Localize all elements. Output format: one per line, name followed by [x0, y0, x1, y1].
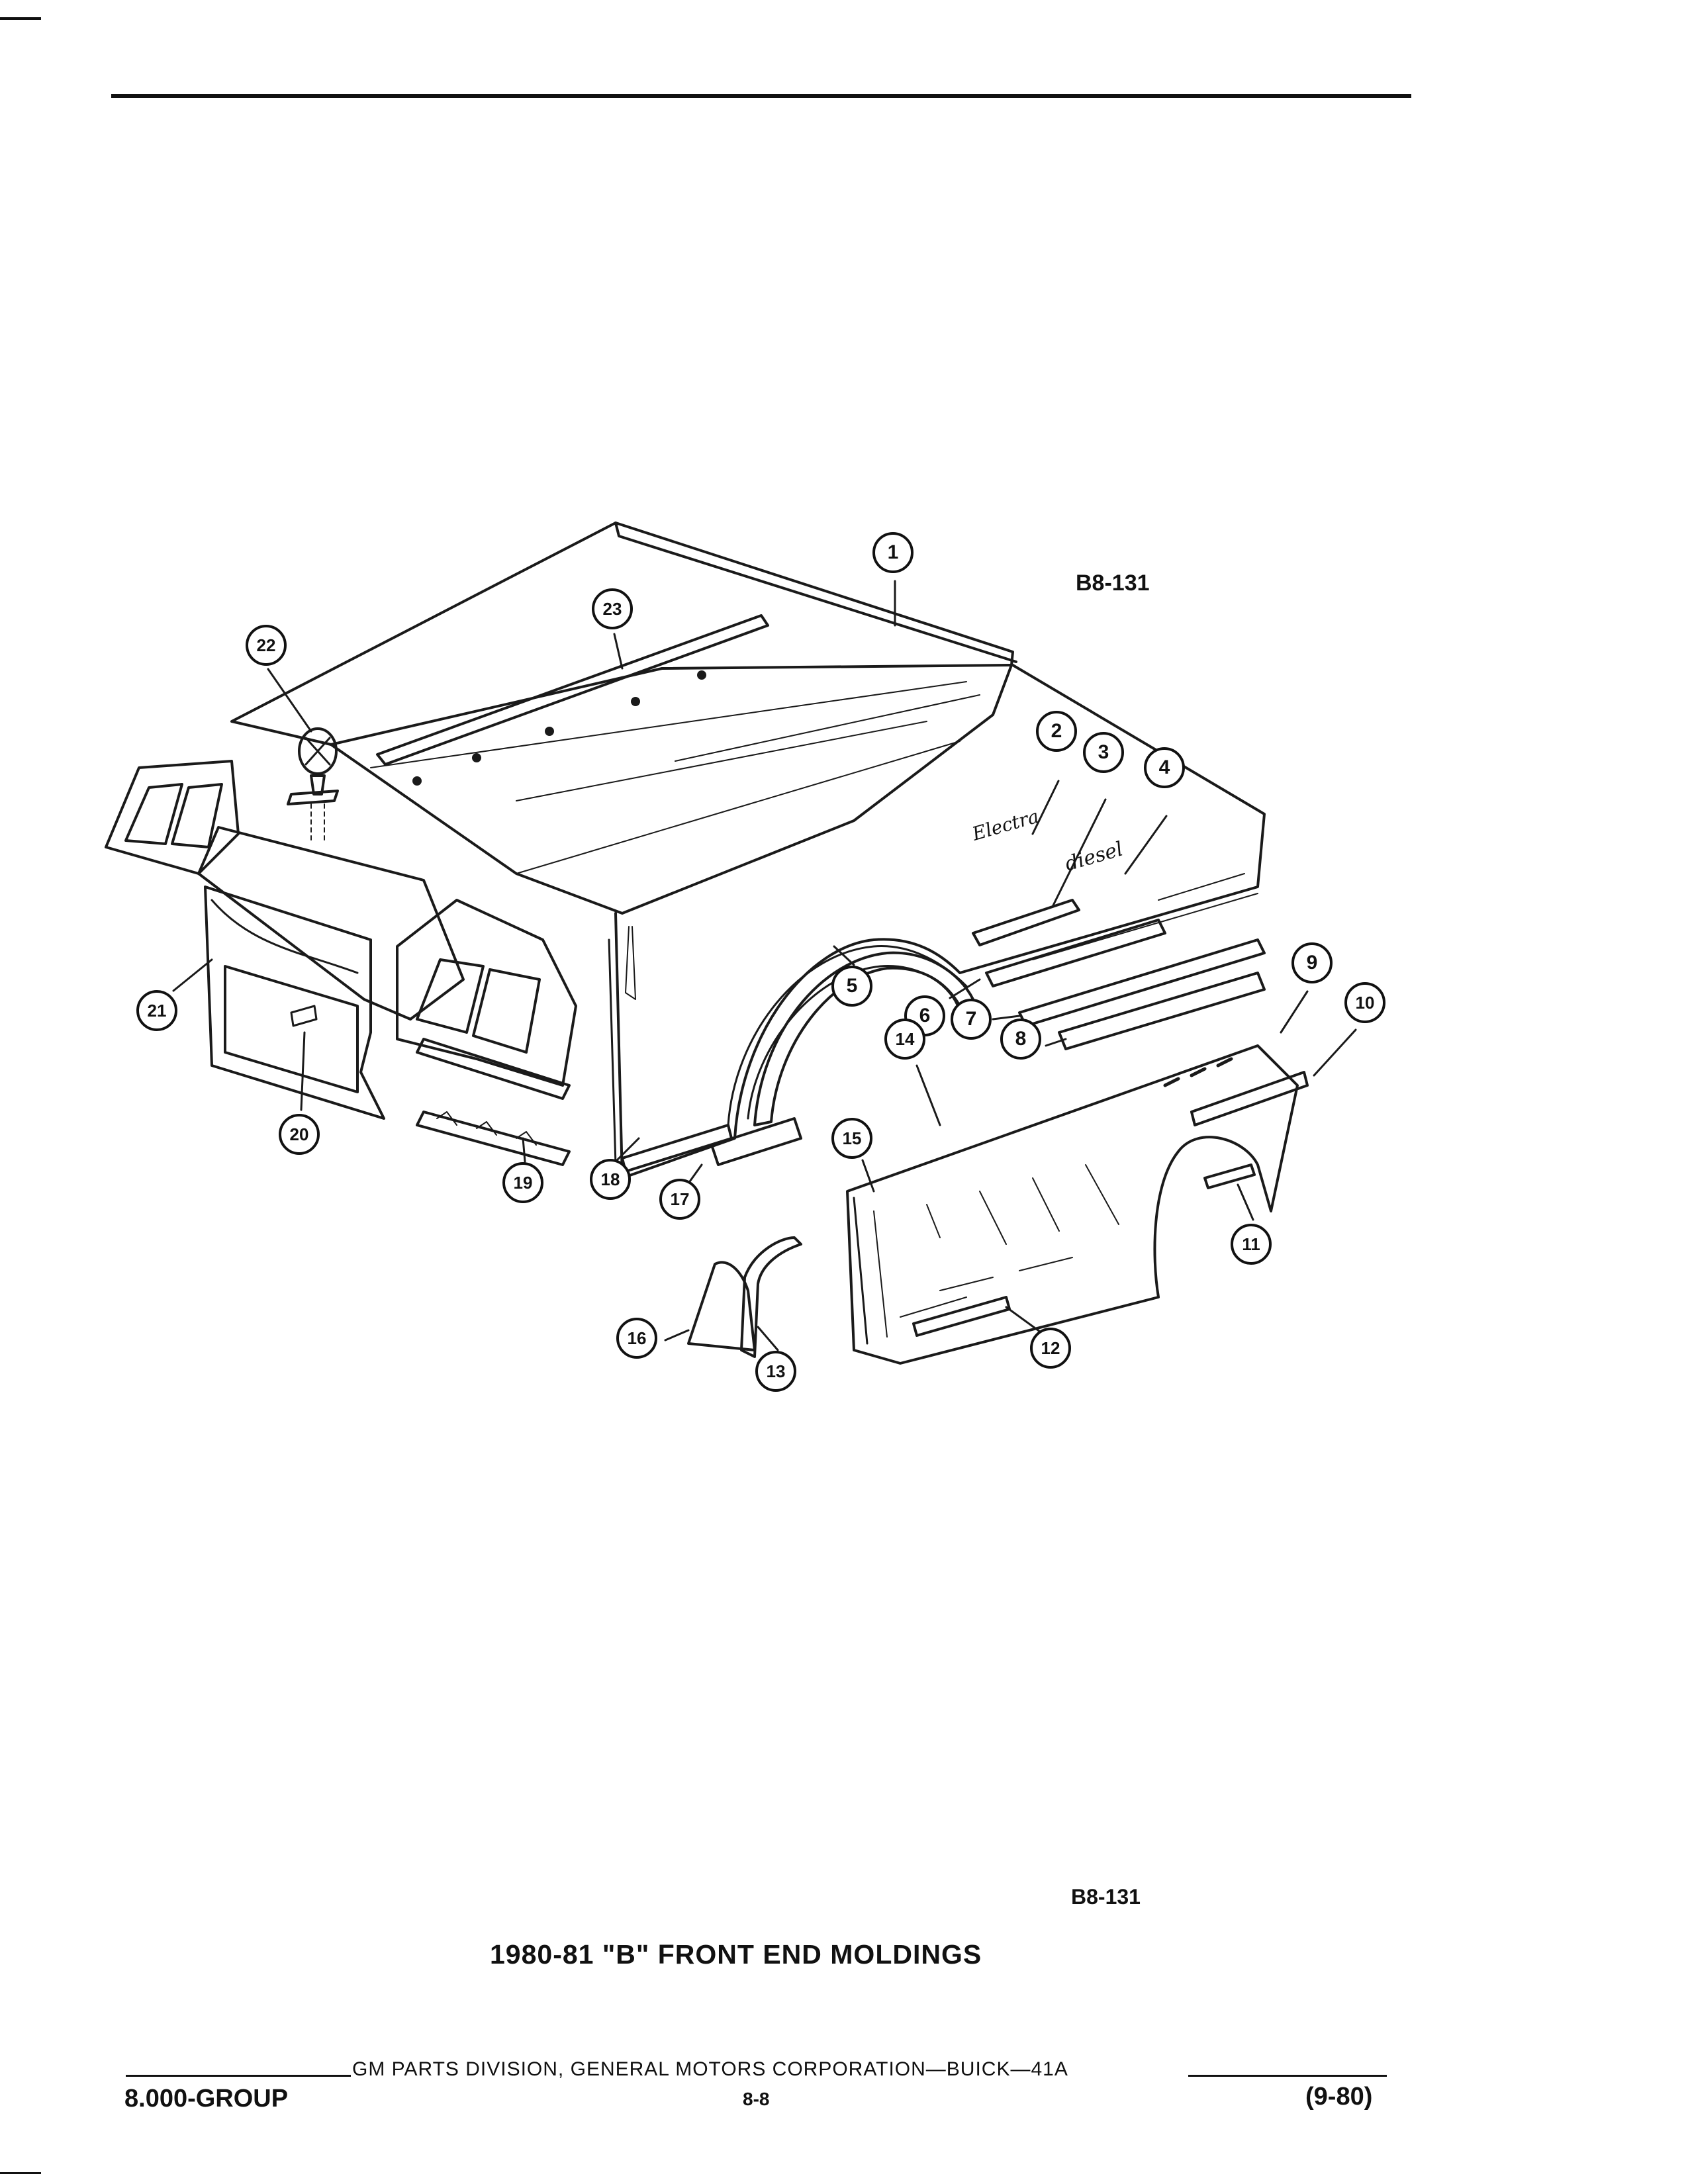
callout-8: 8	[1000, 1019, 1041, 1060]
callout-11: 11	[1231, 1224, 1272, 1265]
figure-title: 1980-81 "B" FRONT END MOLDINGS	[490, 1939, 982, 1970]
callout-17: 17	[659, 1179, 700, 1220]
corner-mark-top	[0, 17, 41, 20]
callout-4: 4	[1144, 747, 1185, 788]
figure-code-bottom: B8-131	[1071, 1885, 1141, 1909]
fender-molding	[1190, 1071, 1309, 1126]
callout-16: 16	[616, 1318, 657, 1359]
callout-12: 12	[1030, 1328, 1071, 1369]
hood-ornament	[287, 727, 339, 841]
callout-20: 20	[279, 1114, 320, 1155]
lower-moldings	[912, 1163, 1256, 1337]
footer-rule-right	[1188, 2075, 1387, 2077]
corner-mark-bottom	[0, 2172, 41, 2174]
hood-molding	[376, 614, 769, 786]
partition-panels	[687, 1236, 802, 1358]
callout-9: 9	[1291, 942, 1333, 983]
leader-lines	[172, 580, 1357, 1351]
callout-15: 15	[831, 1118, 872, 1159]
parking-lamp-bezels	[621, 1117, 802, 1173]
license-bracket	[290, 1005, 318, 1027]
hood-panel	[230, 522, 1017, 915]
callout-21: 21	[136, 990, 177, 1031]
filler-strip	[416, 1111, 571, 1166]
callout-14: 14	[884, 1019, 925, 1060]
emblem-bezel	[972, 899, 1080, 946]
callout-19: 19	[502, 1162, 543, 1203]
figure-code-top: B8-131	[1076, 570, 1150, 596]
callout-22: 22	[246, 625, 287, 666]
footer-group: 8.000-GROUP	[124, 2085, 289, 2113]
header-rule	[111, 94, 1411, 98]
callout-10: 10	[1344, 982, 1385, 1023]
footer-date: (9-80)	[1305, 2083, 1373, 2111]
headlamp-assembly	[105, 760, 577, 1100]
callout-1: 1	[872, 532, 914, 573]
callout-3: 3	[1083, 732, 1124, 773]
callout-2: 2	[1036, 711, 1077, 752]
footer-rule-left	[126, 2075, 351, 2077]
footer-page-number: 8-8	[743, 2089, 770, 2109]
callout-23: 23	[592, 588, 633, 629]
callout-13: 13	[755, 1351, 796, 1392]
body-side-panel	[608, 664, 1266, 1179]
header-panel	[204, 886, 385, 1120]
callout-18: 18	[590, 1159, 631, 1200]
callout-7: 7	[951, 999, 992, 1040]
footer-publisher: GM PARTS DIVISION, GENERAL MOTORS CORPOR…	[352, 2058, 1068, 2080]
callout-5: 5	[831, 966, 872, 1007]
front-fender	[846, 1044, 1299, 1365]
